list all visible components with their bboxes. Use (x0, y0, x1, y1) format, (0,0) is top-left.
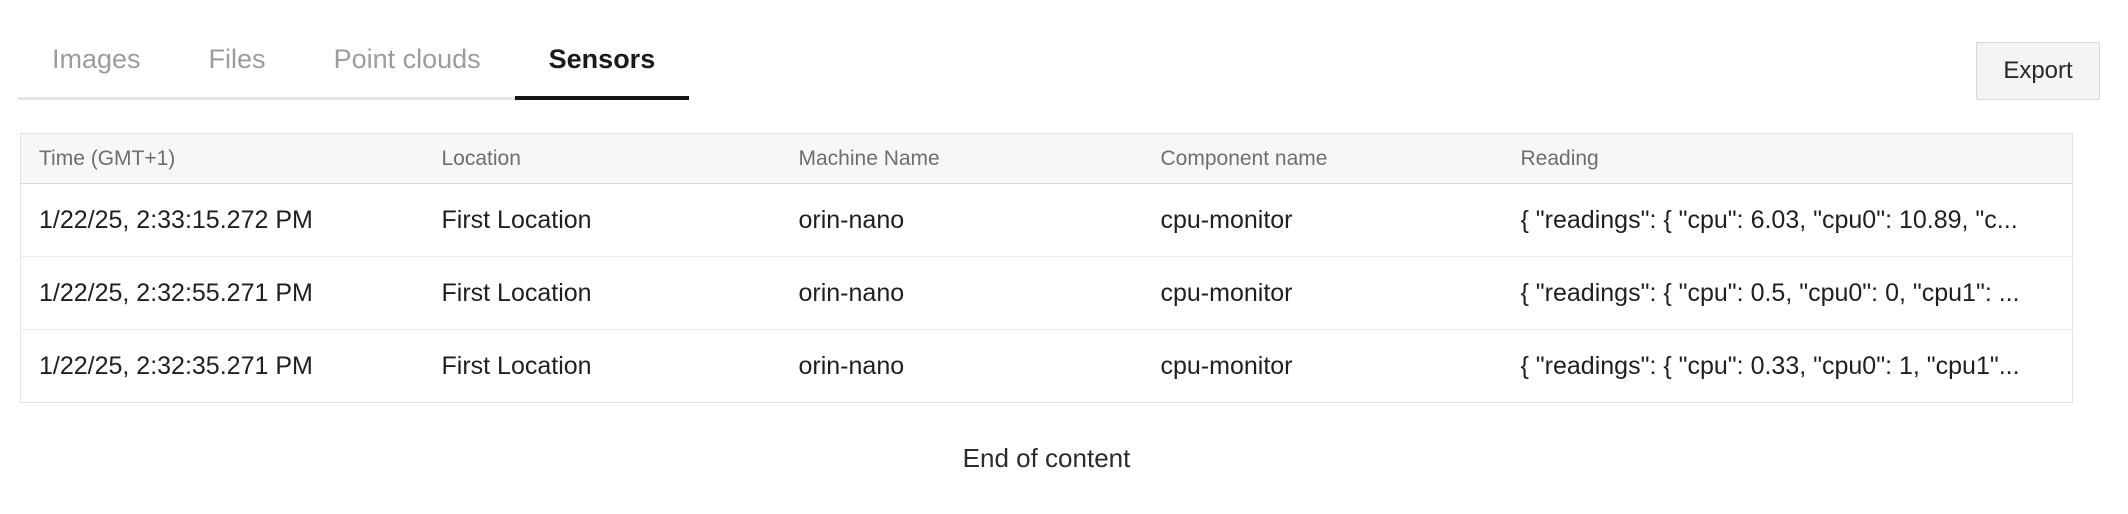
tab-bar: Images Files Point clouds Sensors Export (0, 0, 2128, 100)
table-header-row: Time (GMT+1) Location Machine Name Compo… (20, 133, 2073, 184)
table-row[interactable]: 1/22/25, 2:32:55.271 PM First Location o… (20, 256, 2073, 330)
cell-reading: { "readings": { "cpu": 6.03, "cpu0": 10.… (1520, 205, 2018, 234)
tab-images[interactable]: Images (52, 44, 141, 74)
cell-reading: { "readings": { "cpu": 0.33, "cpu0": 1, … (1520, 351, 2020, 380)
column-header-component-name: Component name (1160, 146, 1328, 170)
column-header-reading: Reading (1520, 146, 1599, 170)
end-of-content-message: End of content (962, 443, 1131, 473)
cell-time: 1/22/25, 2:33:15.272 PM (39, 205, 313, 234)
tab-files[interactable]: Files (208, 44, 266, 74)
cell-location: First Location (441, 205, 592, 234)
cell-machine-name: orin-nano (798, 205, 905, 234)
column-header-machine-name: Machine Name (798, 146, 940, 170)
cell-component-name: cpu-monitor (1160, 351, 1293, 380)
cell-reading: { "readings": { "cpu": 0.5, "cpu0": 0, "… (1520, 278, 2020, 307)
cell-time: 1/22/25, 2:32:55.271 PM (39, 278, 313, 307)
tab-list: Images Files Point clouds Sensors (18, 22, 690, 100)
cell-component-name: cpu-monitor (1160, 278, 1293, 307)
table-row[interactable]: 1/22/25, 2:33:15.272 PM First Location o… (21, 184, 2073, 257)
cell-location: First Location (441, 351, 592, 380)
cell-location: First Location (441, 278, 592, 307)
column-header-time: Time (GMT+1) (39, 146, 176, 170)
export-button[interactable]: Export (1976, 42, 2100, 100)
sensor-readings-table: Time (GMT+1) Location Machine Name Compo… (20, 133, 2073, 403)
column-header-location: Location (441, 146, 521, 170)
table-row[interactable]: 1/22/25, 2:32:35.271 PM First Location o… (20, 329, 2073, 403)
cell-time: 1/22/25, 2:32:35.271 PM (39, 351, 313, 380)
tab-sensors[interactable]: Sensors (514, 22, 690, 100)
cell-component-name: cpu-monitor (1160, 205, 1293, 234)
cell-machine-name: orin-nano (798, 351, 905, 380)
tab-point-clouds[interactable]: Point clouds (333, 44, 481, 74)
cell-machine-name: orin-nano (798, 278, 905, 307)
